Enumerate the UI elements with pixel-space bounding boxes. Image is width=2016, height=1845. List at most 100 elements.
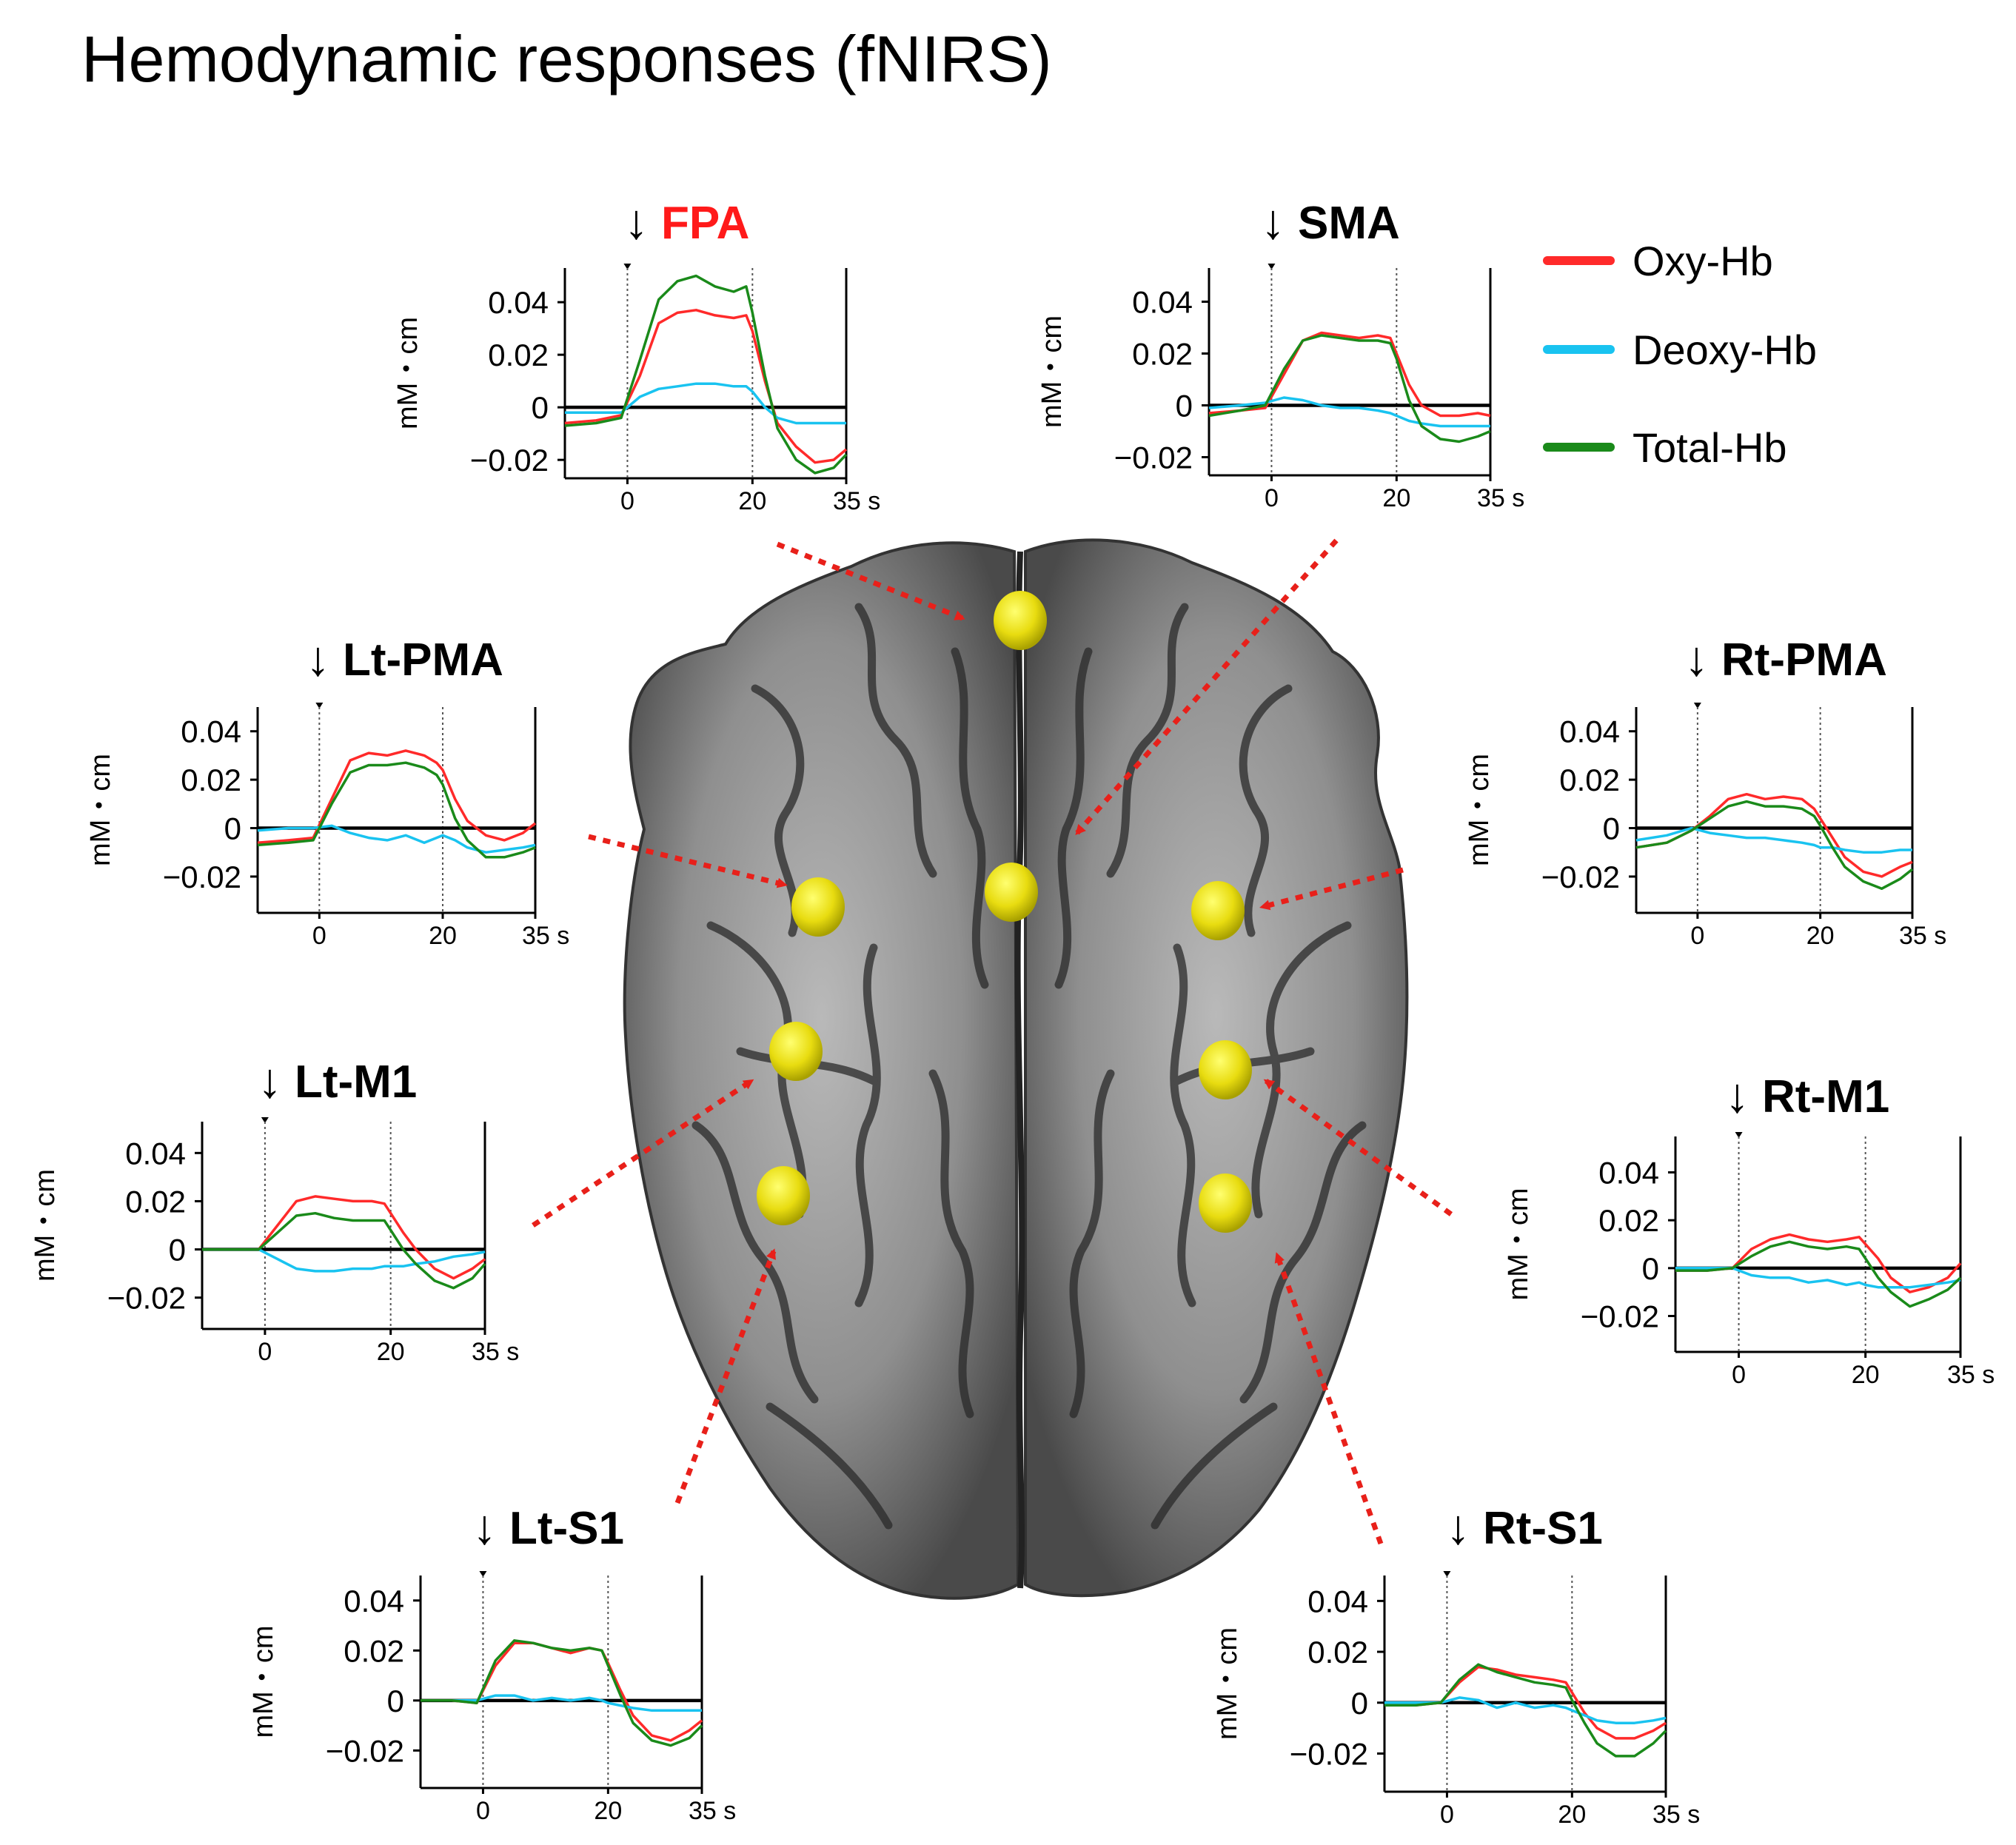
xtick-label-fpa-2: 35 s (833, 487, 880, 515)
xtick-label-lt-s1-2: 35 s (689, 1797, 736, 1825)
xtick-label-rt-m1-1: 20 (1852, 1361, 1880, 1389)
ylabel-lt-pma: mM・cm (85, 754, 116, 866)
legend-label-deoxy: Deoxy-Hb (1632, 327, 1817, 373)
ytick-label-rt-m1-1: 0.02 (1598, 1203, 1659, 1238)
onset-marker-fpa (623, 264, 632, 269)
ytick-label-rt-m1-0: 0.04 (1598, 1156, 1659, 1191)
ytick-label-lt-pma-0: 0.04 (181, 714, 241, 749)
panel-arrow-sma: ↓ (1261, 194, 1285, 249)
panel-lt-pma: ↓Lt-PMA 0.04 0.02 0 −0.02 0 20 35 s mM・cm (85, 631, 569, 950)
ytick-label-rt-s1-2: 0 (1351, 1686, 1368, 1721)
marker-lt-pma (791, 877, 845, 937)
ytick-label-rt-m1-2: 0 (1642, 1251, 1659, 1286)
ytick-label-sma-3: −0.02 (1114, 441, 1193, 475)
xtick-label-rt-m1-2: 35 s (1947, 1361, 1995, 1389)
xtick-label-lt-m1-2: 35 s (472, 1338, 519, 1366)
xtick-label-rt-s1-1: 20 (1558, 1801, 1586, 1829)
panel-title-rt-s1: Rt-S1 (1483, 1503, 1603, 1554)
ytick-label-rt-pma-1: 0.02 (1559, 763, 1620, 797)
ytick-label-rt-pma-2: 0 (1603, 811, 1620, 846)
panel-title-lt-m1: Lt-M1 (295, 1057, 417, 1108)
xtick-label-rt-pma-0: 0 (1690, 922, 1704, 950)
series-deoxy-hb-fpa (565, 382, 846, 425)
pointer-lt-pma (588, 834, 788, 888)
ytick-label-lt-pma-2: 0 (224, 811, 241, 846)
xtick-label-lt-m1-1: 20 (377, 1338, 405, 1366)
left-hemisphere (623, 541, 1020, 1600)
onset-marker-lt-pma (315, 703, 324, 709)
onset-marker-rt-pma (1693, 703, 1701, 709)
panel-arrow-fpa: ↓ (624, 194, 649, 249)
pointer-fpa (776, 541, 965, 621)
xtick-label-rt-pma-1: 20 (1806, 922, 1835, 950)
series-total-hb-lt-m1 (202, 1211, 486, 1290)
xtick-label-lt-pma-2: 35 s (522, 922, 569, 950)
ytick-label-lt-m1-2: 0 (169, 1233, 186, 1268)
xtick-label-sma-2: 35 s (1477, 484, 1524, 512)
onset-marker-sma (1267, 264, 1276, 269)
legend-label-total: Total-Hb (1632, 424, 1787, 471)
xtick-label-rt-s1-2: 35 s (1652, 1801, 1700, 1829)
onset-marker-rt-m1 (1735, 1132, 1743, 1138)
xtick-label-rt-s1-0: 0 (1440, 1801, 1454, 1829)
pointer-rt-pma (1259, 867, 1404, 911)
ytick-label-lt-pma-3: −0.02 (163, 860, 241, 894)
ylabel-fpa: mM・cm (392, 317, 423, 429)
marker-fpa (994, 591, 1047, 650)
marker-lt-m1 (769, 1022, 823, 1081)
panel-title-sma: SMA (1298, 198, 1400, 249)
xtick-label-lt-pma-1: 20 (429, 922, 457, 950)
ytick-label-rt-s1-0: 0.04 (1307, 1584, 1368, 1618)
panel-title-lt-s1: Lt-S1 (509, 1503, 624, 1554)
ylabel-rt-s1: mM・cm (1212, 1627, 1243, 1740)
series-total-hb-rt-s1 (1384, 1663, 1667, 1758)
panel-arrow-lt-pma: ↓ (306, 631, 330, 686)
panel-arrow-rt-s1: ↓ (1446, 1499, 1470, 1554)
pointer-arrows (532, 538, 1453, 1545)
panel-arrow-lt-s1: ↓ (472, 1499, 497, 1554)
ytick-label-lt-s1-2: 0 (387, 1684, 404, 1718)
ylabel-rt-m1: mM・cm (1503, 1188, 1534, 1301)
panel-arrow-rt-pma: ↓ (1684, 631, 1709, 686)
series-deoxy-hb-rt-pma (1635, 826, 1912, 854)
legend-item-total: Total-Hb (1543, 424, 1787, 471)
xtick-label-lt-pma-0: 0 (312, 922, 326, 950)
panel-arrow-rt-m1: ↓ (1725, 1068, 1749, 1122)
sulci-pattern (691, 603, 1367, 1530)
series-total-hb-lt-pma (257, 761, 536, 859)
panel-title-lt-pma: Lt-PMA (343, 634, 503, 686)
legend-item-oxy: Oxy-Hb (1543, 238, 1773, 284)
ytick-label-rt-pma-0: 0.04 (1559, 714, 1620, 749)
xtick-label-lt-s1-1: 20 (594, 1797, 622, 1825)
series-total-hb-rt-m1 (1675, 1240, 1962, 1308)
xtick-label-lt-s1-0: 0 (476, 1797, 490, 1825)
ytick-label-rt-pma-3: −0.02 (1541, 860, 1620, 894)
longitudinal-fissure (1014, 551, 1025, 1589)
brain-illustration (623, 538, 1409, 1600)
panel-title-rt-m1: Rt-M1 (1762, 1071, 1889, 1122)
legend-item-deoxy: Deoxy-Hb (1543, 327, 1817, 373)
ytick-label-lt-pma-1: 0.02 (181, 763, 241, 797)
ytick-label-fpa-0: 0.04 (488, 285, 549, 320)
ytick-label-fpa-3: −0.02 (470, 443, 549, 478)
figure-title: Hemodynamic responses (fNIRS) (81, 22, 1052, 96)
marker-rt-m1 (1199, 1040, 1252, 1099)
series-oxy-hb-lt-pma (257, 749, 537, 844)
ytick-label-lt-s1-0: 0.04 (344, 1584, 404, 1618)
ytick-label-lt-s1-1: 0.02 (344, 1633, 404, 1668)
series-total-hb-sma (1208, 334, 1491, 443)
marker-sma (985, 863, 1038, 922)
ylabel-rt-pma: mM・cm (1464, 754, 1495, 866)
series-oxy-hb-lt-s1 (421, 1641, 703, 1742)
ytick-label-rt-s1-1: 0.02 (1307, 1635, 1368, 1670)
legend-label-oxy: Oxy-Hb (1632, 238, 1773, 284)
xtick-label-fpa-1: 20 (738, 487, 766, 515)
ylabel-lt-s1: mM・cm (248, 1626, 279, 1738)
